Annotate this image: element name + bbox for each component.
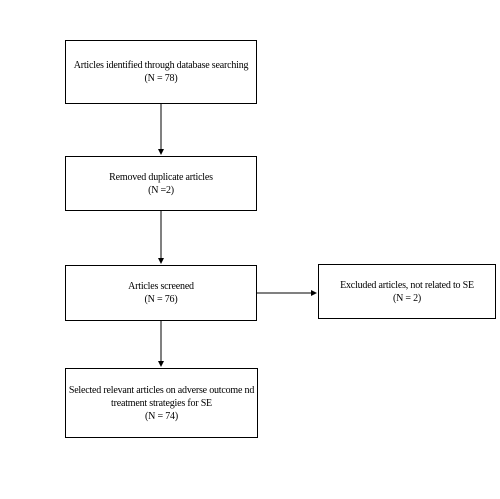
screened-box: Articles screened (N = 76) <box>65 265 257 321</box>
identified-label: Articles identified through database sea… <box>73 60 249 71</box>
selected-label-line2: treatment strategies for SE <box>111 397 212 409</box>
duplicates-count: (N =2) <box>148 184 174 196</box>
excluded-box: Excluded articles, not related to SE (N … <box>318 264 496 319</box>
selected-box: Selected relevant articles on adverse ou… <box>65 368 258 438</box>
selected-label-line1: Selected relevant articles on adverse ou… <box>68 384 255 396</box>
excluded-label: Excluded articles, not related to SE <box>340 279 474 291</box>
excluded-count: (N = 2) <box>392 292 422 304</box>
identified-box: Articles identified through database sea… <box>65 40 257 104</box>
duplicates-box: Removed duplicate articles (N =2) <box>65 156 257 211</box>
selected-count: (N = 74) <box>145 410 178 422</box>
identified-count: (N = 78) <box>144 73 178 84</box>
screened-count: (N = 76) <box>144 294 178 305</box>
screened-label: Articles screened <box>128 281 194 292</box>
duplicates-label: Removed duplicate articles <box>109 171 213 183</box>
